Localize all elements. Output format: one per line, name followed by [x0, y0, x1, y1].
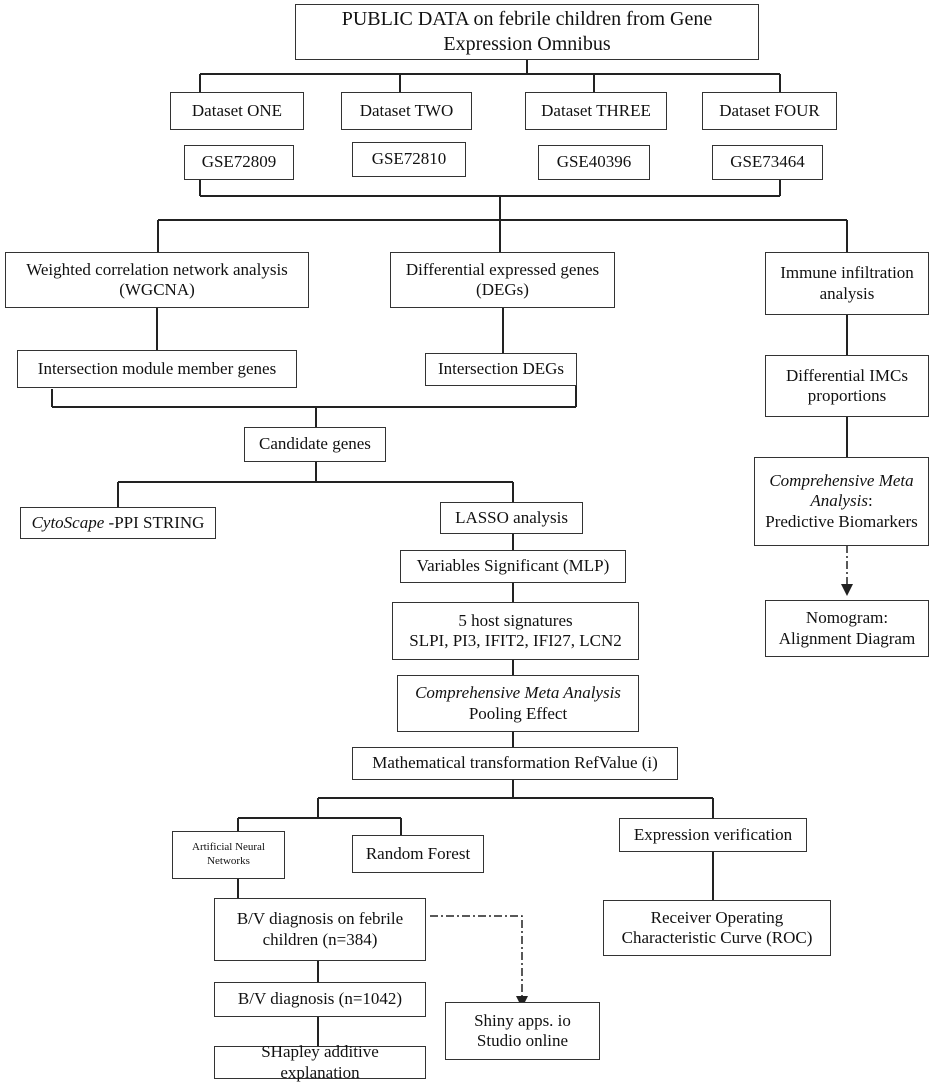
dataset-one-label: Dataset ONE	[191, 100, 283, 120]
wgcna-box: Weighted correlation network analysis (W…	[5, 252, 309, 308]
gse-three-label: GSE40396	[556, 152, 632, 172]
degs-line1: Differential expressed genes	[405, 259, 600, 279]
diff-imcs-line2: proportions	[807, 386, 887, 405]
bv-384-line1: B/V diagnosis on febrile	[236, 909, 404, 929]
wgcna-line1: Weighted correlation network analysis	[26, 259, 288, 279]
gse-one-box: GSE72809	[184, 145, 294, 180]
cytoscape-box: CytoScape -PPI STRING	[20, 507, 216, 539]
bv-384-line2: children (n=384)	[262, 929, 378, 949]
signatures-line2: SLPI, PI3, IFIT2, IFI27, LCN2	[409, 631, 622, 650]
candidate-genes-label: Candidate genes	[259, 434, 371, 454]
public-data-line2: Expression Omnibus	[443, 33, 611, 55]
intersection-degs-box: Intersection DEGs	[425, 353, 577, 386]
diff-imcs-line1: Differential IMCs	[786, 365, 908, 385]
shiny-line2: Studio online	[476, 1031, 569, 1050]
cma-pooling-box: Comprehensive Meta Analysis Pooling Effe…	[397, 675, 639, 732]
random-forest-label: Random Forest	[365, 843, 471, 863]
bv-384-box: B/V diagnosis on febrile children (n=384…	[214, 898, 426, 961]
lasso-label: LASSO analysis	[455, 507, 568, 527]
roc-line1: Receiver Operating	[650, 907, 784, 927]
dataset-three-box: Dataset THREE	[525, 92, 667, 130]
math-transform-box: Mathematical transformation RefValue (i)	[352, 747, 678, 780]
expression-verification-box: Expression verification	[619, 818, 807, 852]
ann-box: Artificial Neural Networks	[172, 831, 285, 879]
diff-imcs-box: Differential IMCs proportions	[765, 355, 929, 417]
immune-line1: Immune infiltration	[780, 263, 914, 283]
variables-box: Variables Significant (MLP)	[400, 550, 626, 583]
dataset-one-box: Dataset ONE	[170, 92, 304, 130]
shap-label: SHapley additive explanation	[261, 1042, 379, 1082]
cma-pooling-line2: Pooling Effect	[468, 703, 568, 723]
nomogram-box: Nomogram: Alignment Diagram	[765, 600, 929, 657]
dataset-four-label: Dataset FOUR	[719, 100, 820, 120]
gse-three-box: GSE40396	[538, 145, 650, 180]
intersection-module-box: Intersection module member genes	[17, 350, 297, 388]
degs-box: Differential expressed genes (DEGs)	[390, 252, 615, 308]
cma-predictive-line2-rest: :	[867, 491, 873, 511]
bv-1042-label: B/V diagnosis (n=1042)	[237, 989, 403, 1009]
public-data-box: PUBLIC DATA on febrile children from Gen…	[295, 4, 759, 60]
expression-verification-label: Expression verification	[633, 824, 793, 844]
candidate-genes-box: Candidate genes	[244, 427, 386, 462]
roc-line2: Characteristic Curve (ROC)	[621, 928, 813, 947]
gse-four-label: GSE73464	[730, 152, 805, 172]
immune-line2: analysis	[819, 283, 875, 303]
cytoscape-rest: -PPI STRING	[104, 513, 205, 532]
roc-box: Receiver Operating Characteristic Curve …	[603, 900, 831, 956]
math-transform-label: Mathematical transformation RefValue (i)	[372, 753, 658, 773]
signatures-line1: 5 host signatures	[458, 610, 573, 630]
cytoscape-italic: CytoScape	[31, 513, 105, 532]
nomogram-line2: Alignment Diagram	[778, 628, 916, 648]
nomogram-line1: Nomogram:	[805, 608, 889, 628]
gse-two-label: GSE72810	[371, 149, 447, 169]
cma-predictive-box: Comprehensive Meta Analysis: Predictive …	[754, 457, 929, 546]
public-data-line1: PUBLIC DATA on febrile children from Gen…	[341, 8, 713, 30]
intersection-degs-label: Intersection DEGs	[437, 359, 565, 379]
degs-line2: (DEGs)	[476, 280, 529, 299]
signatures-box: 5 host signatures SLPI, PI3, IFIT2, IFI2…	[392, 602, 639, 660]
shiny-line1: Shiny apps. io	[474, 1010, 571, 1030]
gse-one-label: GSE72809	[201, 152, 277, 172]
random-forest-box: Random Forest	[352, 835, 484, 873]
wgcna-line2: (WGCNA)	[119, 280, 195, 299]
gse-two-box: GSE72810	[352, 142, 466, 177]
variables-label: Variables Significant (MLP)	[416, 556, 610, 576]
ann-line1: Artificial Neural	[192, 841, 265, 854]
dataset-three-label: Dataset THREE	[541, 100, 651, 120]
ann-line2: Networks	[207, 855, 250, 867]
cma-predictive-line3: Predictive Biomarkers	[765, 511, 918, 531]
bv-1042-box: B/V diagnosis (n=1042)	[214, 982, 426, 1017]
dataset-two-box: Dataset TWO	[341, 92, 472, 130]
dataset-four-box: Dataset FOUR	[702, 92, 837, 130]
gse-four-box: GSE73464	[712, 145, 823, 180]
immune-box: Immune infiltration analysis	[765, 252, 929, 315]
shiny-box: Shiny apps. io Studio online	[445, 1002, 600, 1060]
cma-pooling-line1: Comprehensive Meta Analysis	[415, 683, 621, 703]
cma-predictive-line2-italic: Analysis	[810, 491, 868, 511]
cma-predictive-line1: Comprehensive Meta	[769, 470, 914, 490]
shap-box: SHapley additive explanation	[214, 1042, 426, 1082]
intersection-module-label: Intersection module member genes	[37, 358, 277, 378]
lasso-box: LASSO analysis	[440, 502, 583, 534]
dataset-two-label: Dataset TWO	[359, 100, 454, 120]
